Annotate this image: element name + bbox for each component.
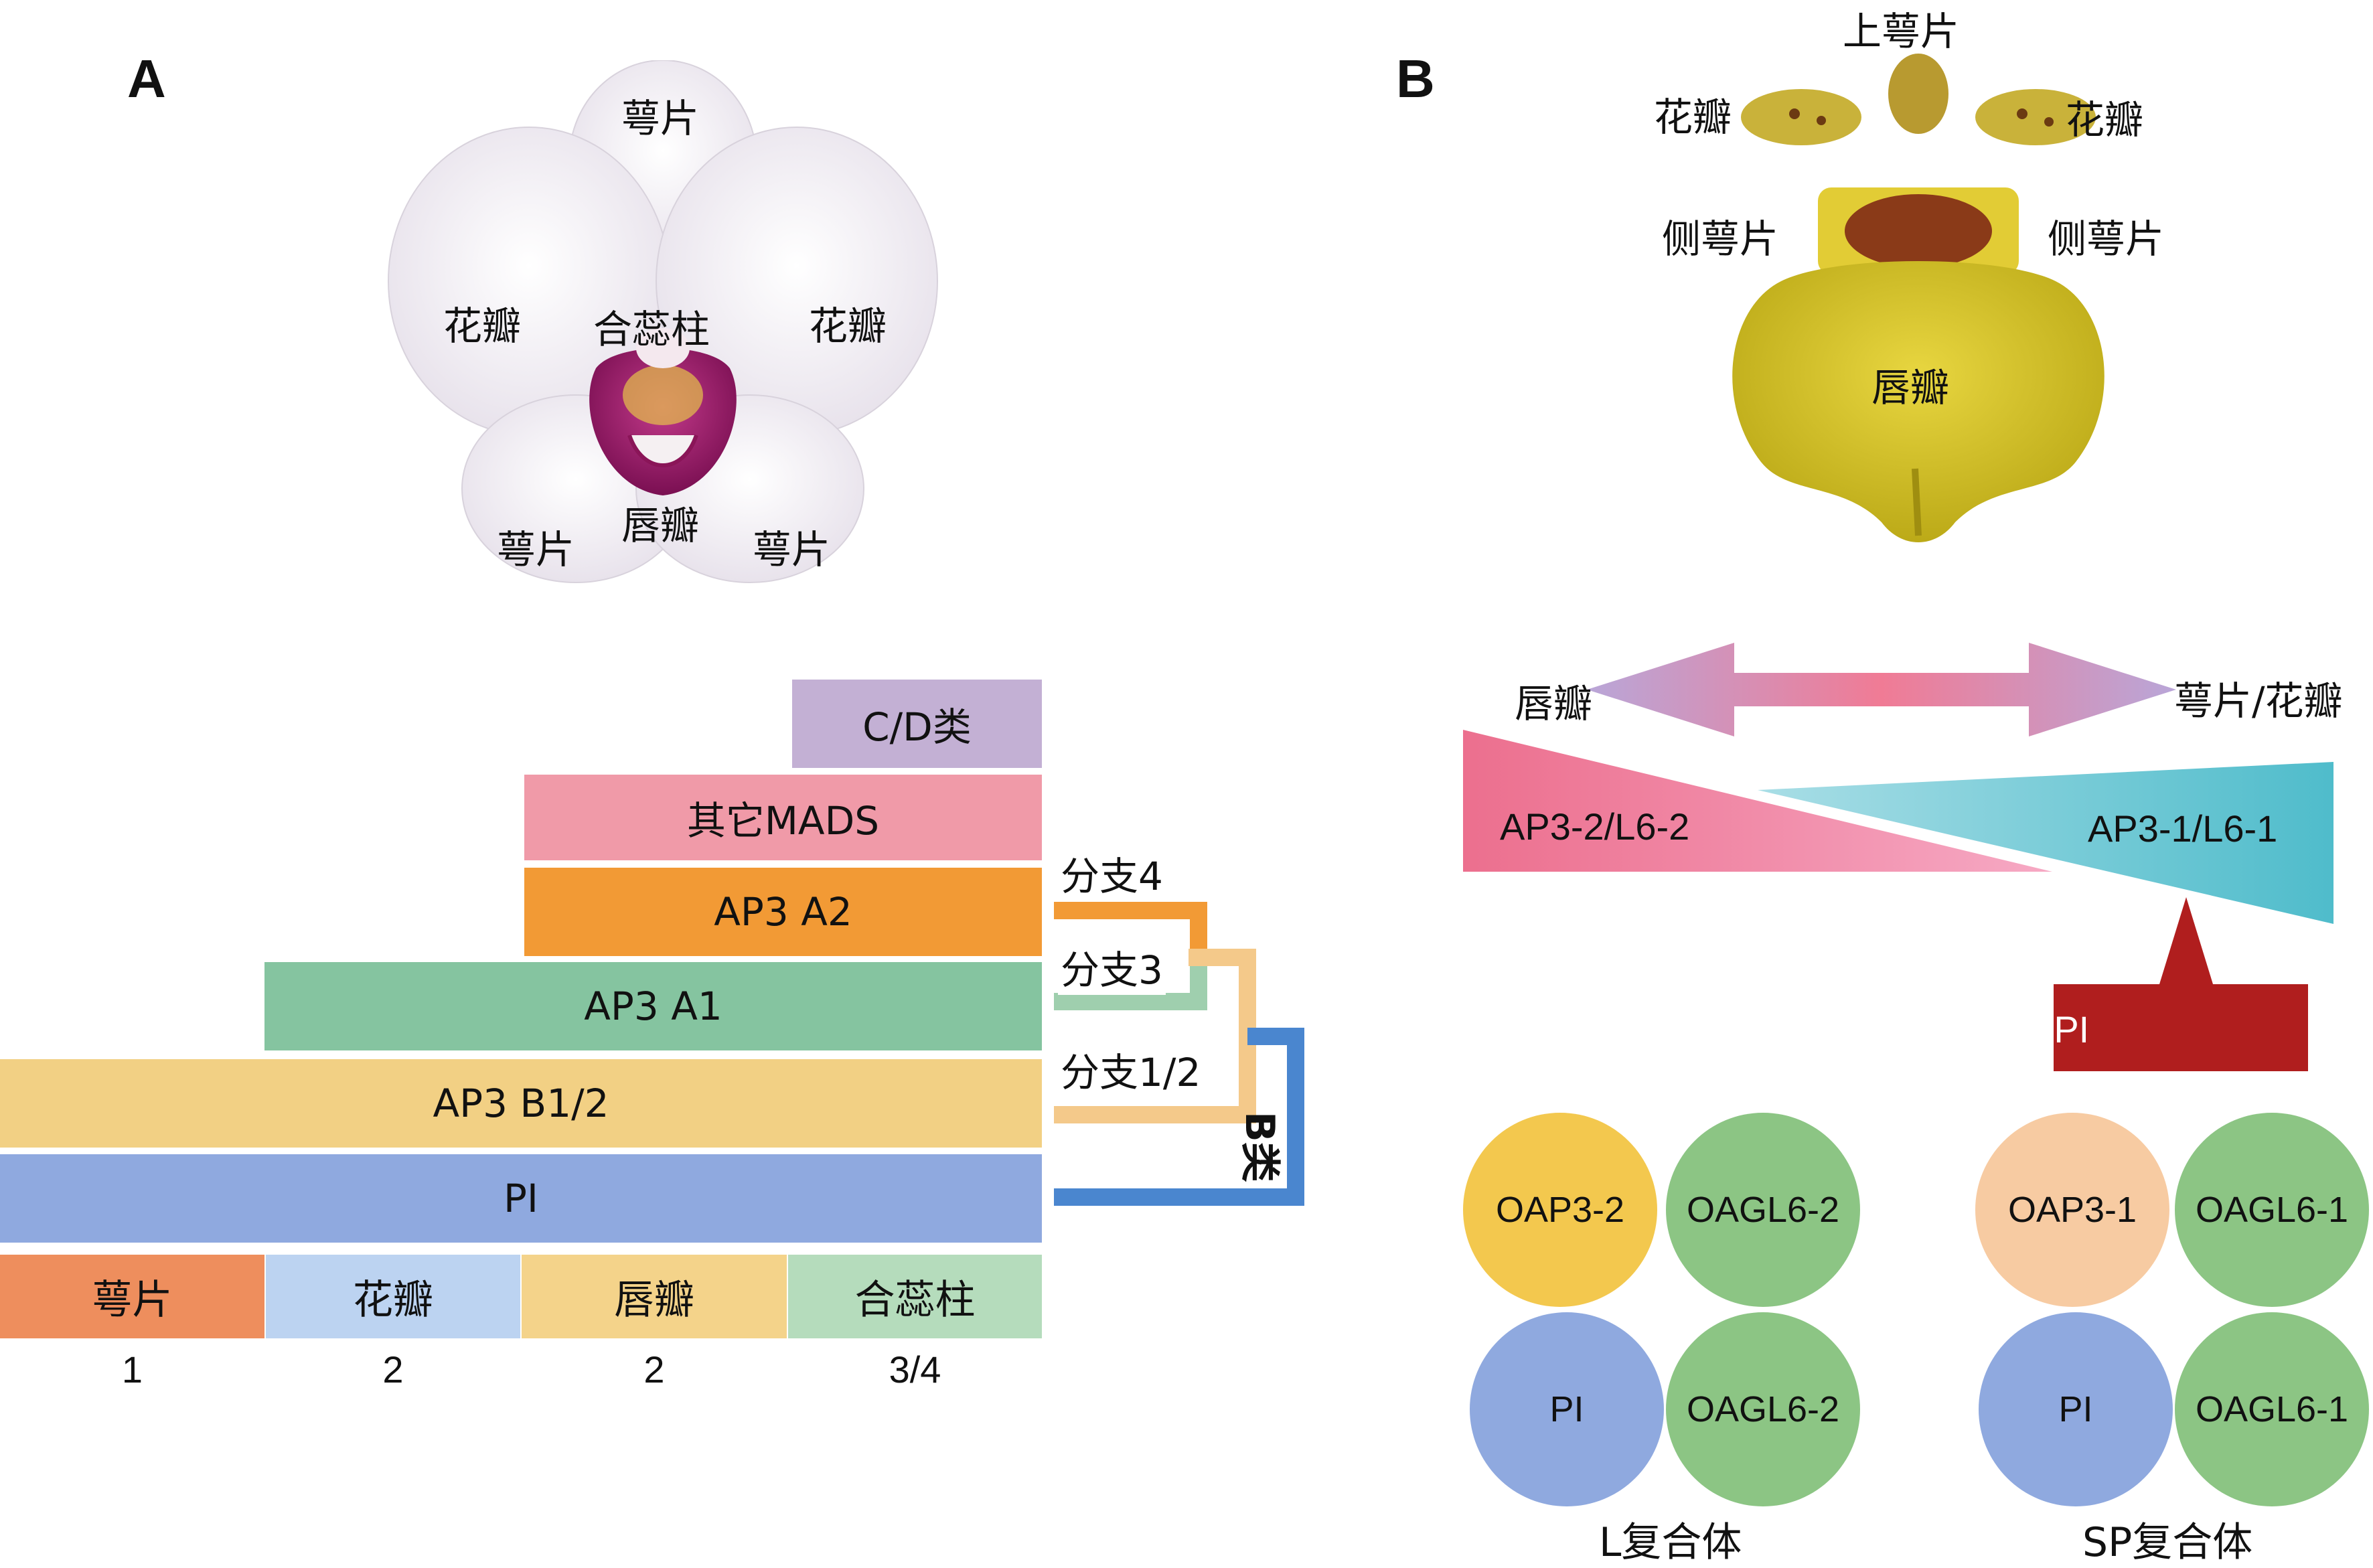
phalaenopsis-flower-image (388, 60, 938, 583)
wedge-right-shape (1758, 762, 2333, 924)
whorl-lip: 2 (643, 1348, 665, 1391)
l-complex-pi-label: PI (1549, 1389, 1584, 1429)
sp-complex-oap3-1-label: OAP3-1 (2007, 1190, 2137, 1230)
bar-other-mads: 其它MADS (524, 775, 1042, 860)
organ-lip: 唇瓣 (522, 1255, 787, 1338)
l-complex-oagl6-2-bottom: OAGL6-2 (1666, 1312, 1860, 1506)
organ-sepal: 萼片 (0, 1255, 264, 1338)
wedge-right-label: AP3-1/L6-1 (2088, 807, 2278, 850)
flower-a-right-petal-label: 花瓣 (809, 303, 887, 349)
flower-b-left-petal-label: 花瓣 (1654, 94, 1732, 140)
sp-complex-oagl6-1-top: OAGL6-1 (2175, 1113, 2369, 1307)
clade12-label: 分支1/2 (1058, 1041, 1204, 1097)
b-class-label: B类 (1236, 1111, 1283, 1182)
organ-petal: 花瓣 (266, 1255, 520, 1338)
flower-b-right-lateral-sepal-label: 侧萼片 (2048, 216, 2165, 262)
bar-pi: PI (0, 1154, 1042, 1243)
sp-complex-oap3-1: OAP3-1 (1975, 1113, 2169, 1307)
whorl-sepal: 1 (121, 1348, 143, 1391)
bar-ap3-b12: AP3 B1/2 (0, 1059, 1042, 1148)
l-complex-oagl6-2-bottom-label: OAGL6-2 (1686, 1389, 1840, 1429)
flower-b-left-lateral-sepal-label: 侧萼片 (1662, 216, 1779, 262)
flower-a-right-sepal-label: 萼片 (753, 527, 831, 572)
organ-sepal-label: 萼片 (92, 1277, 173, 1324)
sp-complex-pi: PI (1979, 1312, 2173, 1506)
whorl-petal: 2 (382, 1348, 404, 1391)
l-complex-title: L复合体 (1599, 1519, 1742, 1566)
clade4-bracket (1054, 902, 1207, 957)
flower-a-left-sepal-label: 萼片 (497, 527, 575, 572)
sp-complex-oagl6-1-bottom: OAGL6-1 (2175, 1312, 2369, 1506)
bar-ap3-a1: AP3 A1 (264, 962, 1042, 1050)
arrow-left-label: 唇瓣 (1515, 681, 1593, 726)
flower-a-left-petal-label: 花瓣 (443, 303, 522, 349)
bar-cd-class-label: C/D类 (862, 704, 972, 750)
clade-brackets (1054, 902, 1304, 1206)
organ-column: 合蕊柱 (788, 1255, 1042, 1338)
sp-complex-oagl6-1-bottom-label: OAGL6-1 (2195, 1389, 2349, 1429)
double-arrow (1587, 643, 2176, 736)
balance-wedges (1463, 730, 2333, 1071)
oncidium-flower-image (1732, 54, 2104, 542)
flower-a-lip-label: 唇瓣 (621, 503, 700, 548)
panel-a-letter: A (127, 49, 166, 108)
flower-b-lip-label: 唇瓣 (1871, 365, 1950, 410)
panel-b-letter: B (1396, 49, 1435, 108)
fulcrum-base (2054, 984, 2308, 1071)
wedge-left-shape (1463, 730, 2052, 872)
clade3-label: 分支3 (1058, 939, 1166, 995)
b-class-bracket (1054, 1028, 1304, 1206)
flower-a-column-label: 合蕊柱 (593, 307, 710, 352)
fulcrum-triangle (2159, 897, 2213, 984)
arrow-right-label: 萼片/花瓣 (2174, 678, 2343, 724)
bar-ap3-a2-label: AP3 A2 (714, 889, 852, 935)
organ-column-label: 合蕊柱 (854, 1277, 976, 1324)
bar-pi-label: PI (503, 1176, 539, 1221)
flower-b-right-petal-label: 花瓣 (2066, 97, 2144, 143)
whorl-column: 3/4 (889, 1348, 941, 1391)
flower-a-top-sepal-label: 萼片 (621, 96, 700, 141)
fulcrum-label: OPI (2024, 1008, 2090, 1050)
sp-complex-oagl6-1-top-label: OAGL6-1 (2195, 1190, 2349, 1230)
l-complex-oap3-2-label: OAP3-2 (1495, 1190, 1625, 1230)
bar-ap3-b12-label: AP3 B1/2 (433, 1081, 609, 1126)
clade4-label: 分支4 (1058, 845, 1166, 901)
wedge-left-label: AP3-2/L6-2 (1500, 805, 1690, 848)
bar-ap3-a1-label: AP3 A1 (584, 984, 722, 1029)
organ-lip-label: 唇瓣 (614, 1277, 694, 1324)
flower-b-dorsal-sepal-label: 上萼片 (1843, 9, 1960, 54)
sp-complex-title: SP复合体 (2082, 1519, 2253, 1566)
bar-cd-class: C/D类 (792, 680, 1042, 768)
sp-complex-pi-label: PI (2058, 1389, 2093, 1429)
l-complex-oap3-2: OAP3-2 (1463, 1113, 1657, 1307)
l-complex-pi: PI (1470, 1312, 1664, 1506)
l-complex-oagl6-2-top: OAGL6-2 (1666, 1113, 1860, 1307)
organ-petal-label: 花瓣 (353, 1277, 433, 1324)
l-complex-oagl6-2-top-label: OAGL6-2 (1686, 1190, 1840, 1230)
bar-other-mads-label: 其它MADS (686, 798, 880, 844)
bar-ap3-a2: AP3 A2 (524, 868, 1042, 956)
